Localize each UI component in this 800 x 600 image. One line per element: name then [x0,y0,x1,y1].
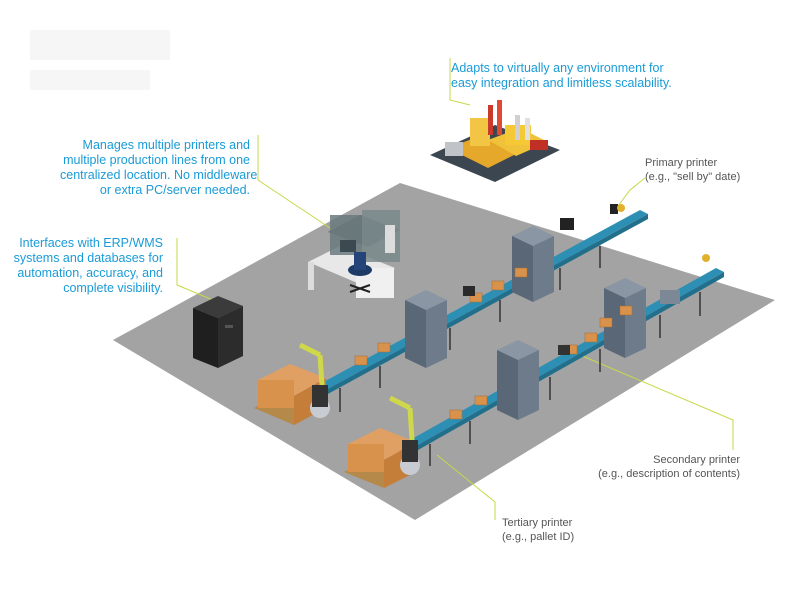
callout-manages-line-3: centralized location. No middleware [60,168,258,182]
conveyor-legs [339,246,701,466]
printer-cabinet-lower-right [604,278,646,358]
callout-adapts-line-1: Adapts to virtually any environment for [451,61,664,75]
leader-lines [176,58,734,520]
callout-primary-title: Primary printer [645,157,718,169]
callout-manages-line-4: or extra PC/server needed. [99,183,250,197]
secondary-printer-icon [558,254,710,355]
office-desk-icon [308,210,400,298]
callout-interfaces-line-4: complete visibility. [63,281,163,295]
callout-manages: Manages multiple printers and multiple p… [60,138,258,198]
callout-primary-printer: Primary printer (e.g., "sell by" date) [645,156,740,184]
inline-printer-icon [463,286,475,296]
callout-manages-line-2: multiple production lines from one [63,153,250,167]
callout-tertiary-printer: Tertiary printer (e.g., pallet ID) [502,516,574,544]
callout-adapts: Adapts to virtually any environment for … [451,61,672,91]
callout-manages-line-1: Manages multiple printers and [82,138,250,152]
callout-adapts-line-2: easy integration and limitless scalabili… [451,76,672,90]
background-watermark [30,30,170,90]
factory-building-icon [430,100,560,182]
server-icon [193,296,243,368]
callout-secondary-title: Secondary printer [653,454,740,466]
callout-interfaces-line-3: automation, accuracy, and [17,266,163,280]
printer-cabinet-upper-right [512,226,554,302]
printer-cabinet-upper-left [405,290,447,368]
callout-secondary-printer: Secondary printer (e.g., description of … [590,453,740,481]
callout-interfaces-line-2: systems and databases for [13,251,163,265]
callout-tertiary-example: (e.g., pallet ID) [502,531,575,543]
callout-interfaces: Interfaces with ERP/WMS systems and data… [0,236,163,296]
robot-arm-left [298,342,330,418]
conveyor-boxes [354,267,633,420]
callout-secondary-example: (e.g., description of contents) [598,468,740,480]
printer-cabinet-lower-left [497,340,539,420]
callout-interfaces-line-1: Interfaces with ERP/WMS [19,236,163,250]
tertiary-printer-icon [388,395,420,475]
callout-tertiary-title: Tertiary printer [502,517,573,529]
callout-primary-example: (e.g., "sell by" date) [645,171,741,183]
pallet-left [254,364,330,425]
primary-printer-icon [560,204,625,230]
